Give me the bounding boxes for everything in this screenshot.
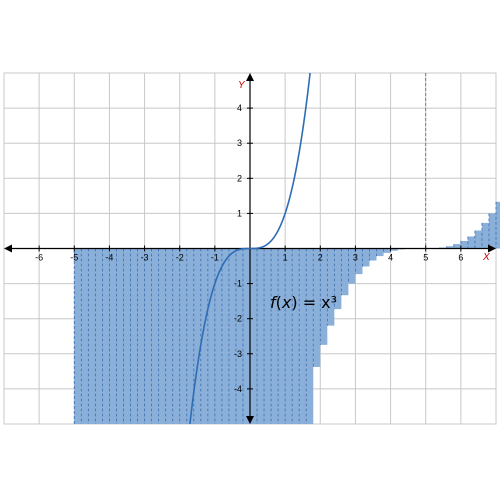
riemann-bar bbox=[390, 248, 398, 251]
x-tick-label: 4 bbox=[388, 253, 393, 263]
x-tick-label: 6 bbox=[458, 253, 463, 263]
riemann-bar bbox=[130, 248, 138, 424]
riemann-bar bbox=[488, 213, 496, 249]
riemann-bar bbox=[242, 248, 250, 424]
riemann-bar bbox=[207, 248, 215, 424]
riemann-bar bbox=[88, 248, 96, 424]
x-tick-label: -4 bbox=[105, 253, 113, 263]
riemann-bar bbox=[186, 248, 194, 424]
x-axis-arrow-left bbox=[4, 244, 12, 253]
riemann-bar bbox=[102, 248, 110, 424]
riemann-bar bbox=[467, 236, 475, 249]
riemann-bar bbox=[271, 248, 279, 424]
y-tick-label: 3 bbox=[237, 138, 242, 148]
riemann-bar bbox=[460, 240, 468, 249]
riemann-bar bbox=[446, 246, 454, 249]
x-axis-label: X bbox=[482, 252, 490, 263]
riemann-bar bbox=[313, 248, 321, 367]
y-axis-label: Y bbox=[238, 80, 246, 91]
riemann-bar bbox=[453, 244, 461, 249]
riemann-bar bbox=[320, 248, 328, 345]
riemann-bar bbox=[193, 248, 201, 424]
riemann-bar bbox=[306, 248, 314, 424]
riemann-bar bbox=[334, 248, 342, 310]
riemann-bar bbox=[172, 248, 180, 424]
tick-labels: -6 -5 -4 -3 -2 -1 1 2 3 4 5 6 4 3 2 1 -1 -2 -3 -4 bbox=[35, 103, 463, 394]
riemann-bar bbox=[369, 248, 377, 261]
y-tick-label: 2 bbox=[237, 173, 242, 183]
riemann-bar bbox=[348, 248, 356, 284]
x-tick-label: -2 bbox=[176, 253, 184, 263]
riemann-bar bbox=[144, 248, 152, 424]
y-axis-arrow-down bbox=[246, 416, 254, 424]
riemann-bar bbox=[257, 248, 265, 424]
riemann-bar bbox=[151, 248, 159, 424]
y-tick-label: -3 bbox=[234, 349, 242, 359]
riemann-bar bbox=[116, 248, 124, 424]
function-curve bbox=[189, 72, 311, 425]
riemann-bar bbox=[341, 248, 349, 296]
y-tick-label: 4 bbox=[237, 103, 242, 113]
riemann-bar bbox=[228, 248, 236, 424]
riemann-bar bbox=[383, 248, 391, 253]
function-label: f(x) = x³ bbox=[270, 293, 337, 312]
riemann-bar bbox=[235, 248, 243, 424]
function-name: f bbox=[270, 293, 278, 312]
function-expression: ) = x³ bbox=[291, 293, 337, 312]
bars bbox=[73, 73, 500, 424]
function-variable: x bbox=[281, 293, 292, 312]
x-tick-label: 3 bbox=[353, 253, 358, 263]
x-tick-label: 2 bbox=[318, 253, 323, 263]
riemann-bar bbox=[278, 248, 286, 424]
x-tick-label: -6 bbox=[35, 253, 43, 263]
riemann-bar bbox=[250, 248, 258, 424]
riemann-bar bbox=[264, 248, 272, 424]
x-axis-arrow-right bbox=[488, 244, 496, 253]
riemann-bar bbox=[285, 248, 293, 424]
riemann-bar bbox=[376, 248, 384, 257]
x-tick-label: -5 bbox=[70, 253, 78, 263]
y-axis-arrow-up bbox=[246, 73, 254, 81]
riemann-bar bbox=[158, 248, 166, 424]
riemann-bar bbox=[362, 248, 370, 267]
y-tick-label: -2 bbox=[234, 314, 242, 324]
riemann-bar bbox=[179, 248, 187, 424]
riemann-bar bbox=[299, 248, 307, 424]
riemann-bar bbox=[355, 248, 363, 275]
riemann-bar bbox=[221, 248, 229, 424]
x-tick-label: -1 bbox=[211, 253, 219, 263]
riemann-bar bbox=[292, 248, 300, 424]
riemann-bar bbox=[214, 248, 222, 424]
riemann-bar bbox=[109, 248, 117, 424]
riemann-bar bbox=[496, 201, 500, 249]
y-tick-label: -1 bbox=[234, 279, 242, 289]
riemann-bar bbox=[200, 248, 208, 424]
riemann-bar bbox=[165, 248, 173, 424]
riemann-bar bbox=[95, 248, 103, 424]
riemann-bar bbox=[327, 248, 335, 326]
x-tick-label: 5 bbox=[423, 253, 428, 263]
riemann-bar bbox=[137, 248, 145, 424]
x-tick-label: -3 bbox=[141, 253, 149, 263]
riemann-bar bbox=[74, 248, 82, 424]
riemann-bar bbox=[474, 230, 482, 249]
y-tick-label: -4 bbox=[234, 384, 242, 394]
riemann-bar bbox=[481, 222, 489, 249]
x-tick-label: 1 bbox=[283, 253, 288, 263]
riemann-bar bbox=[81, 248, 89, 424]
y-tick-label: 1 bbox=[237, 208, 242, 218]
riemann-bar bbox=[123, 248, 131, 424]
